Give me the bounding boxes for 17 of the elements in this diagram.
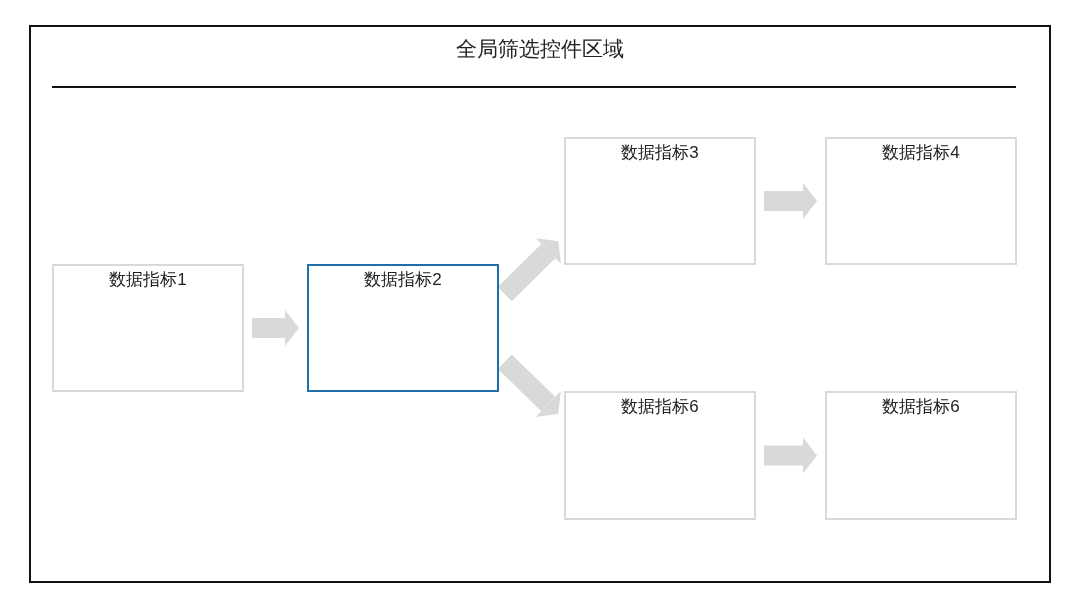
card-title: 数据指标1: [109, 270, 187, 290]
block-arrow: [252, 310, 299, 346]
card-title: 数据指标2: [364, 270, 442, 290]
metric-card: [564, 137, 756, 265]
metric-card: [52, 264, 244, 392]
card-title: 数据指标3: [621, 143, 699, 163]
card-title: 数据指标4: [882, 143, 960, 163]
metric-card: [307, 264, 499, 392]
block-arrow: [764, 437, 817, 474]
block-arrow: [764, 183, 817, 219]
panel-frame: [29, 25, 1051, 583]
metric-card: [825, 391, 1017, 520]
metric-card: [564, 391, 756, 520]
card-title: 数据指标6: [621, 397, 699, 417]
card-title: 数据指标6: [882, 397, 960, 417]
section-heading: 全局筛选控件区域: [456, 37, 624, 62]
metric-card: [825, 137, 1017, 265]
